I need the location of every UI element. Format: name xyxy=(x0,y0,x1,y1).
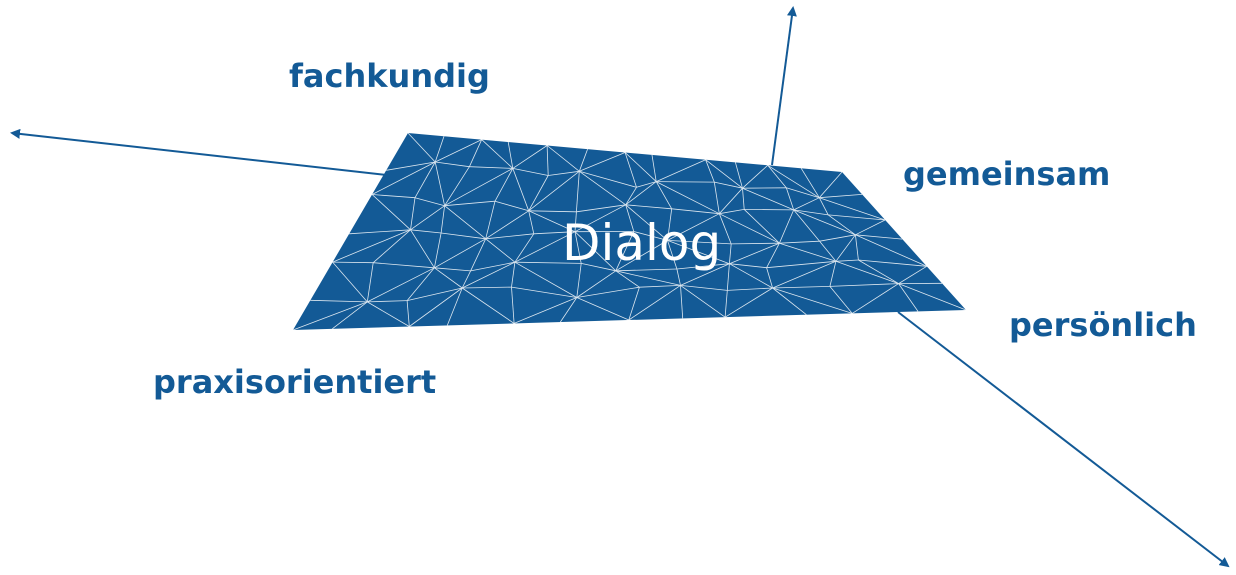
label-gemeinsam: gemeinsam xyxy=(903,158,1110,190)
axis-arrow-up xyxy=(772,8,793,165)
center-label: Dialog xyxy=(562,218,721,268)
axis-arrow-down-right xyxy=(898,312,1228,566)
mesh-line xyxy=(744,209,794,210)
label-praxisorientiert: praxisorientiert xyxy=(153,366,436,398)
mesh-line xyxy=(656,182,714,183)
label-fachkundig: fachkundig xyxy=(289,60,490,92)
axis-arrow-left xyxy=(12,133,395,176)
label-persoenlich: persönlich xyxy=(1009,309,1197,341)
